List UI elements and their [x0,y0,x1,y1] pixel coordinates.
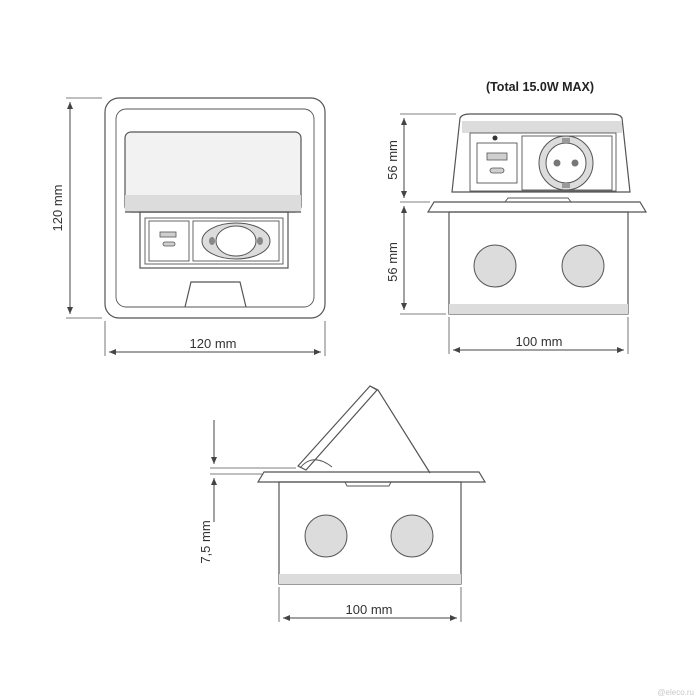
raised-socket-face [469,132,617,192]
front-width-label: 120 mm [190,336,237,351]
front-socket-plate [144,217,284,265]
open-view: 7,5 mm 100 mm [198,385,487,622]
open-height-label: 7,5 mm [198,520,213,563]
side-usb-module [476,142,518,184]
front-view: 120 mm 120 mm [50,97,326,356]
side-usb-c-port-icon [489,167,505,174]
side-body-bottom-band [449,304,628,314]
raised-block-top-band [462,121,622,133]
front-outer-frame [104,97,326,319]
upper-height-label: 56 mm [385,140,400,180]
usb-c-port-icon [162,241,176,247]
open-flange [256,471,487,483]
open-width-label: 100 mm [346,602,393,617]
side-width-label: 100 mm [516,334,563,349]
front-opening [139,211,289,269]
watermark: @eleco.ru [657,688,694,697]
side-view: (Total 15.0W MAX) 56 mm [385,80,648,354]
lower-height-label: 56 mm [385,242,400,282]
side-cable-hole-left-icon [473,244,517,288]
side-flange [426,201,648,213]
schuko-module [192,220,280,262]
side-cable-hole-right-icon [561,244,605,288]
front-height-label: 120 mm [50,185,65,232]
side-usb-a-port-icon [486,152,508,161]
front-inner-frame [115,108,315,308]
led-indicator-icon [492,135,498,141]
front-lid-lower-band [125,195,301,212]
usb-module [148,220,190,262]
raised-block [451,113,631,193]
tilted-lid [297,385,378,471]
open-body-bottom-band [279,574,461,584]
usb-a-port-icon [159,231,177,238]
open-cable-hole-left-icon [304,514,348,558]
open-cable-hole-right-icon [390,514,434,558]
front-bottom-notch [184,281,247,308]
power-note: (Total 15.0W MAX) [486,80,594,94]
lid-hinge [299,459,333,469]
